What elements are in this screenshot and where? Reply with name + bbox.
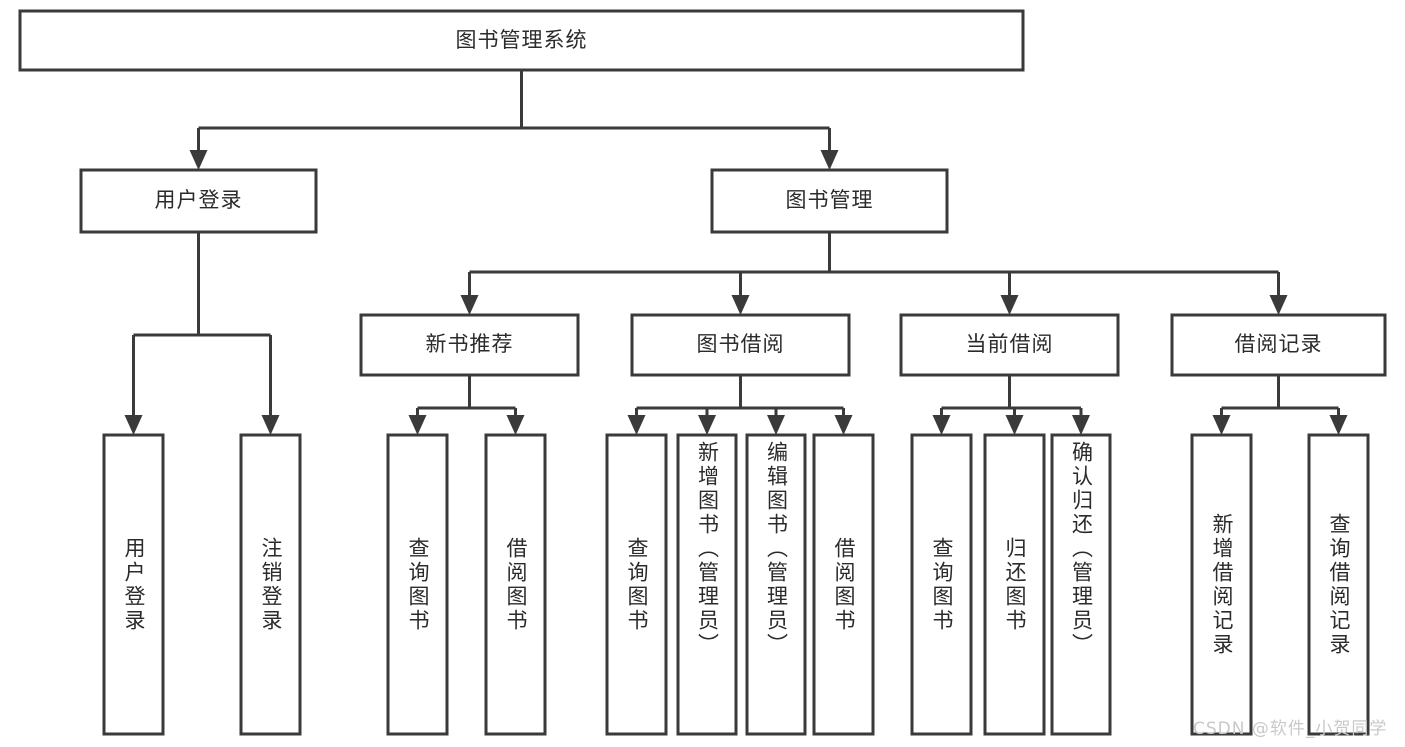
node-new-book-recommend[interactable] xyxy=(359,313,580,377)
arrow-user-login-to-leaf-logout-login xyxy=(261,415,280,435)
node-leaf-add-book-admin[interactable] xyxy=(676,433,738,736)
arrow-user-login-to-leaf-user-login xyxy=(124,415,143,435)
node-leaf-return-book[interactable] xyxy=(983,433,1046,736)
node-leaf-add-borrow-record[interactable] xyxy=(1190,433,1253,736)
node-leaf-query-book-rec[interactable] xyxy=(386,433,449,736)
arrow-book-manage-to-borrow-record xyxy=(1269,295,1288,315)
node-leaf-borrow-book[interactable] xyxy=(812,433,875,736)
arrow-borrow-record-to-leaf-query-borrow-record xyxy=(1329,415,1348,435)
arrow-current-borrow-to-leaf-confirm-return-admin xyxy=(1072,415,1090,435)
node-book-manage[interactable] xyxy=(710,168,949,234)
arrow-book-borrow-to-leaf-edit-book-admin xyxy=(767,415,785,435)
arrow-borrow-record-to-leaf-add-borrow-record xyxy=(1212,415,1231,435)
node-leaf-user-login[interactable] xyxy=(102,433,165,736)
arrow-book-borrow-to-leaf-borrow-book xyxy=(834,415,853,435)
arrow-book-manage-to-book-borrow xyxy=(731,295,750,315)
arrow-root-to-user-login xyxy=(189,150,208,170)
node-borrow-record[interactable] xyxy=(1170,313,1387,377)
node-user-login[interactable] xyxy=(79,168,318,234)
node-leaf-borrow-book-rec[interactable] xyxy=(484,433,547,736)
node-leaf-query-book-current[interactable] xyxy=(910,433,973,736)
node-leaf-logout-login[interactable] xyxy=(239,433,302,736)
node-book-borrow[interactable] xyxy=(630,313,851,377)
arrow-book-borrow-to-leaf-add-book-admin xyxy=(698,415,716,435)
node-root[interactable] xyxy=(18,9,1025,72)
arrow-current-borrow-to-leaf-return-book xyxy=(1005,415,1024,435)
csdn-watermark: CSDN @软件_小贺同学 xyxy=(1193,719,1388,739)
node-leaf-edit-book-admin[interactable] xyxy=(745,433,807,736)
arrow-book-manage-to-new-book-recommend xyxy=(460,295,479,315)
node-current-borrow[interactable] xyxy=(899,313,1120,377)
node-leaf-confirm-return-admin[interactable] xyxy=(1050,433,1112,736)
arrow-new-book-recommend-to-leaf-borrow-book-rec xyxy=(506,415,525,435)
node-leaf-query-book-borrow[interactable] xyxy=(605,433,668,736)
arrow-book-manage-to-current-borrow xyxy=(1000,295,1019,315)
arrow-new-book-recommend-to-leaf-query-book-rec xyxy=(408,415,427,435)
node-leaf-query-borrow-record[interactable] xyxy=(1307,433,1370,736)
arrow-book-borrow-to-leaf-query-book-borrow xyxy=(627,415,646,435)
arrow-current-borrow-to-leaf-query-book-current xyxy=(932,415,951,435)
arrow-root-to-book-manage xyxy=(820,150,839,170)
